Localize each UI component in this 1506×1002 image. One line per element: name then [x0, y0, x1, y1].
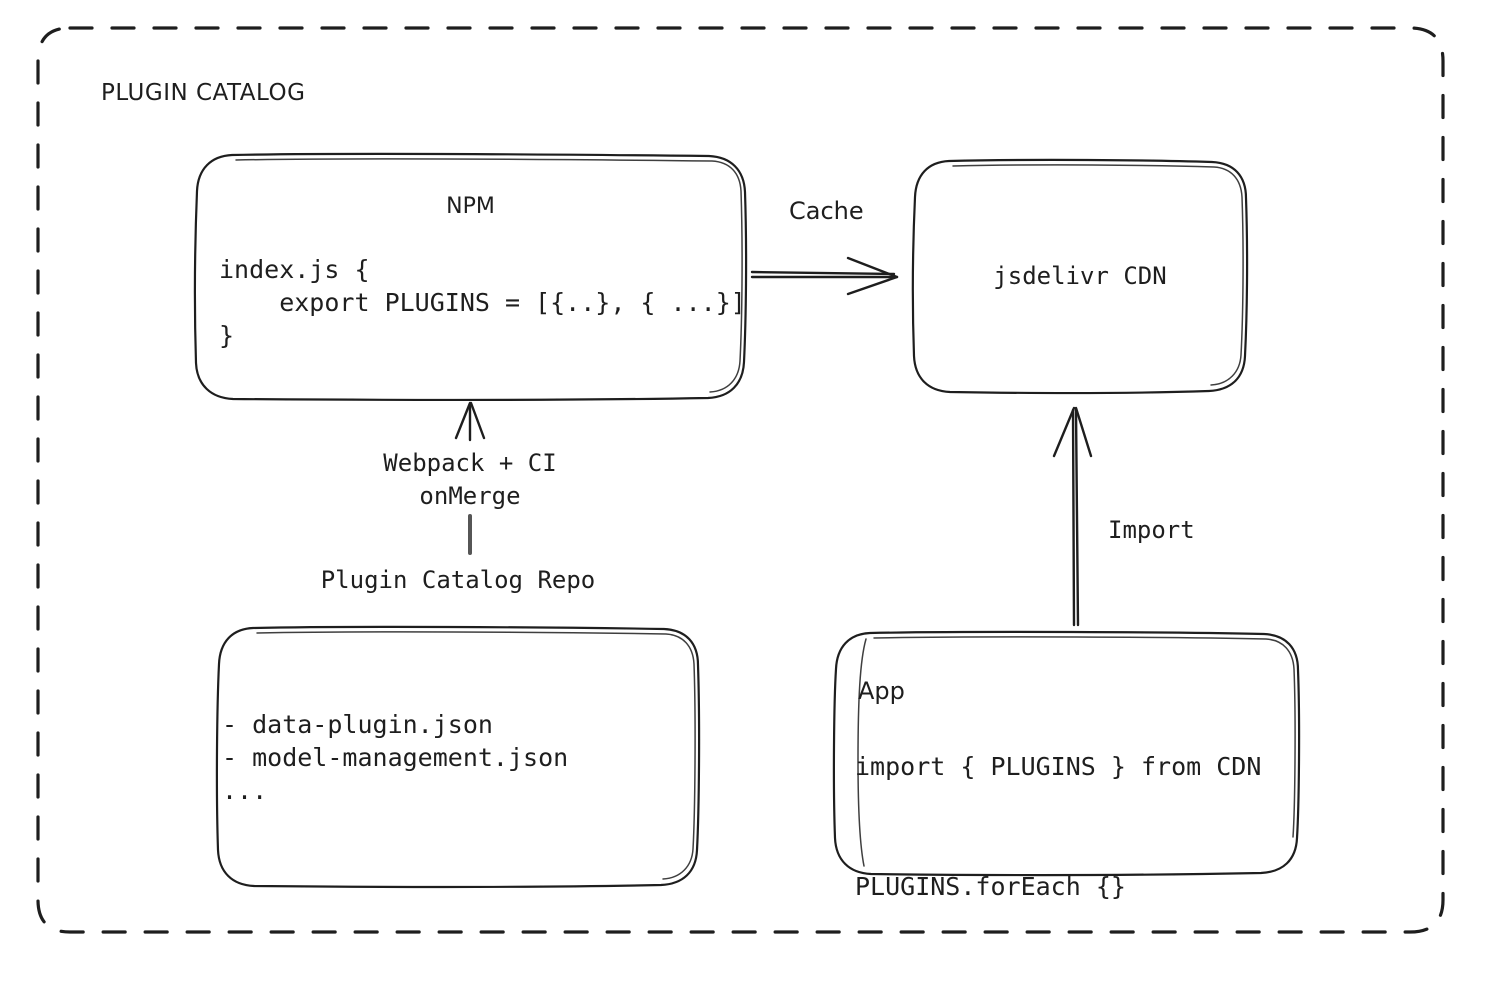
cdn-node-shape[interactable]	[911, 158, 1249, 395]
app-node-code: import { PLUGINS } from CDN PLUGINS.forE…	[855, 752, 1262, 901]
npm-node-shape[interactable]	[193, 152, 748, 402]
import-edge-label: Import	[1108, 516, 1195, 544]
import-arrow	[1052, 406, 1093, 627]
repo-node-title: Plugin Catalog Repo	[320, 566, 596, 594]
app-node-title: App	[858, 677, 905, 705]
group-title: PLUGIN CATALOG	[101, 80, 306, 106]
cache-edge-label: Cache	[789, 197, 864, 225]
cdn-node-title: jsdelivr CDN	[993, 262, 1167, 290]
build-arrow	[454, 401, 486, 555]
npm-node-title: NPM	[446, 194, 495, 219]
repo-node-shape[interactable]	[215, 625, 701, 889]
app-node-shape[interactable]	[832, 630, 1301, 877]
repo-node-file-list: - data-plugin.json - model-management.js…	[222, 710, 569, 805]
group-frame	[36, 26, 1445, 934]
npm-node-code: index.js { export PLUGINS = [{..}, { ...…	[219, 255, 746, 350]
cache-arrow	[750, 256, 899, 296]
build-edge-label: Webpack + CI onMerge	[383, 449, 557, 510]
